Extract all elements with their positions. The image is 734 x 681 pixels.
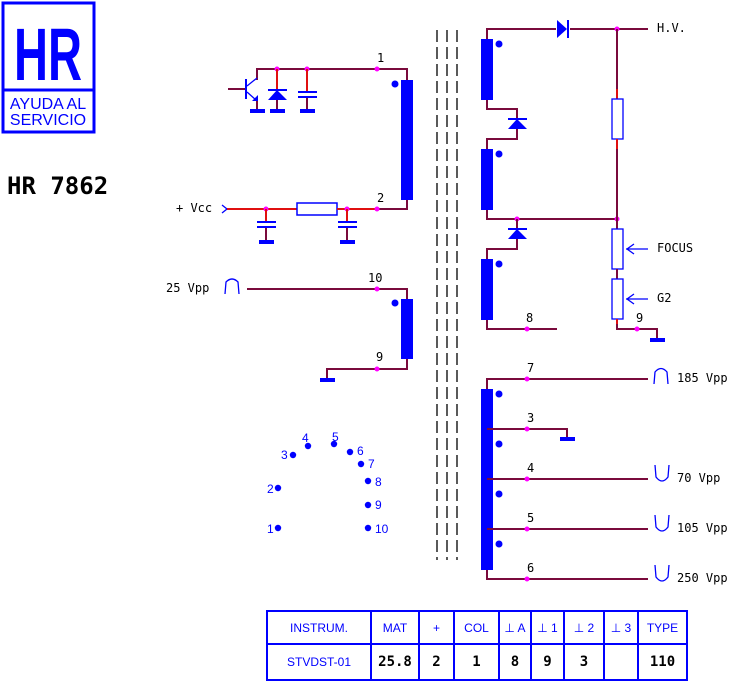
svg-text:185 Vpp: 185 Vpp (677, 371, 728, 385)
g2-label: G2 (657, 291, 671, 305)
svg-text:4: 4 (302, 431, 309, 445)
svg-text:6: 6 (527, 561, 534, 575)
table-cell: 1 (453, 643, 500, 681)
svg-text:10: 10 (368, 271, 382, 285)
col-header: TYPE (637, 610, 688, 645)
svg-text:6: 6 (357, 444, 364, 458)
svg-text:5: 5 (332, 430, 339, 444)
svg-text:250 Vpp: 250 Vpp (677, 571, 728, 585)
col-header: ⊥ 1 (530, 610, 565, 645)
svg-text:SERVICIO: SERVICIO (10, 112, 86, 129)
eht-winding: H.V. 8 9 FOCUS (481, 20, 693, 342)
table-cell: 9 (530, 643, 565, 681)
svg-text:HR: HR (14, 13, 82, 96)
svg-text:105 Vpp: 105 Vpp (677, 521, 728, 535)
spec-table: INSTRUM. MAT + COL ⊥ A ⊥ 1 ⊥ 2 ⊥ 3 TYPE … (266, 610, 688, 681)
model-title: HR 7862 (7, 172, 108, 200)
svg-text:5: 5 (527, 511, 534, 525)
svg-text:7: 7 (527, 361, 534, 375)
svg-text:9: 9 (376, 350, 383, 364)
col-header: ⊥ 3 (603, 610, 639, 645)
svg-text:H.V.: H.V. (657, 21, 686, 35)
table-cell: 25.8 (370, 643, 420, 681)
table-cell: 8 (498, 643, 532, 681)
col-header: COL (453, 610, 500, 645)
table-cell: 110 (637, 643, 688, 681)
svg-text:8: 8 (375, 475, 382, 489)
transformer-core (436, 30, 458, 560)
pinout-diagram: 1 2 3 4 5 6 7 8 9 10 (267, 430, 389, 536)
table-header-row: INSTRUM. MAT + COL ⊥ A ⊥ 1 ⊥ 2 ⊥ 3 TYPE (266, 610, 688, 645)
table-cell (603, 643, 639, 681)
svg-text:1: 1 (267, 522, 274, 536)
col-header: ⊥ A (498, 610, 532, 645)
svg-text:1: 1 (377, 51, 384, 65)
auxiliary-winding: 7 3 4 5 6 185 Vpp 70 Vpp 105 Vpp 250 Vpp (481, 361, 728, 585)
hr-logo: HR AYUDA AL SERVICIO (1, 1, 96, 134)
vcc-label: + Vcc (176, 201, 212, 215)
primary-winding: 1 2 + Vcc (176, 51, 413, 244)
svg-text:70 Vpp: 70 Vpp (677, 471, 720, 485)
svg-text:2: 2 (267, 482, 274, 496)
table-cell: 3 (563, 643, 605, 681)
focus-label: FOCUS (657, 241, 693, 255)
svg-text:7: 7 (368, 457, 375, 471)
svg-text:8: 8 (526, 311, 533, 325)
drive-winding: 25 Vpp 10 9 (166, 271, 413, 382)
col-header: MAT (370, 610, 420, 645)
svg-text:10: 10 (375, 522, 389, 536)
svg-text:AYUDA AL: AYUDA AL (10, 96, 86, 113)
col-header: + (418, 610, 455, 645)
svg-text:3: 3 (281, 448, 288, 462)
table-cell: STVDST-01 (266, 643, 372, 681)
svg-text:4: 4 (527, 461, 534, 475)
svg-text:25 Vpp: 25 Vpp (166, 281, 209, 295)
svg-text:9: 9 (636, 311, 643, 325)
col-header: ⊥ 2 (563, 610, 605, 645)
table-row: STVDST-01 25.8 2 1 8 9 3 110 (266, 643, 688, 681)
svg-text:2: 2 (377, 191, 384, 205)
svg-text:9: 9 (375, 498, 382, 512)
table-cell: 2 (418, 643, 455, 681)
col-header: INSTRUM. (266, 610, 372, 645)
svg-text:3: 3 (527, 411, 534, 425)
